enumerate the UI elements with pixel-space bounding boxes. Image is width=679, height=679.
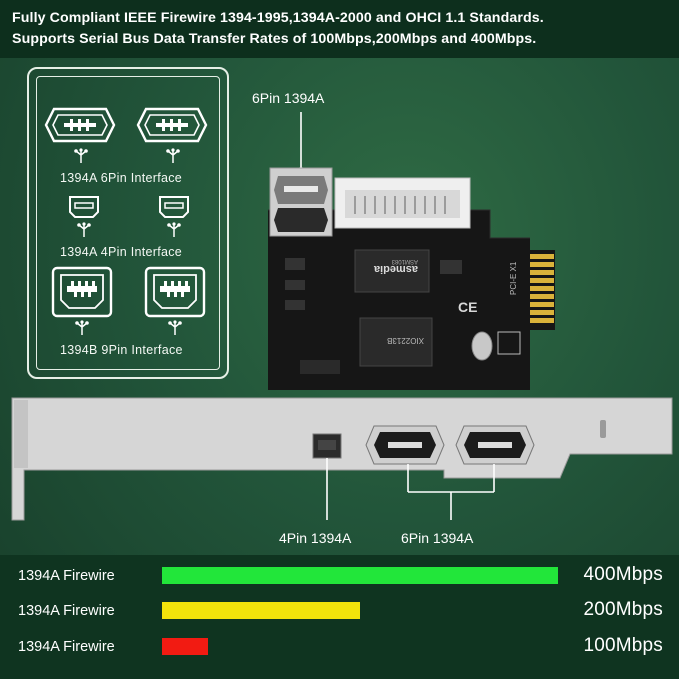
port-6pin-icon-right bbox=[136, 107, 208, 143]
interface-legend-inner bbox=[36, 76, 220, 370]
header-line-1: Fully Compliant IEEE Firewire 1394-1995,… bbox=[12, 10, 544, 26]
speed-row-400: 1394A Firewire 400Mbps bbox=[0, 561, 679, 591]
callout-bottom-4pin: 4Pin 1394A bbox=[279, 530, 352, 546]
interface-label-6pin: 1394A 6Pin Interface bbox=[60, 171, 183, 185]
speed-bar-100 bbox=[162, 638, 208, 655]
interface-label-9pin: 1394B 9Pin Interface bbox=[60, 343, 183, 357]
pcie-card-image: asmedia ASM1083 XIO2213B CE PCI-E X1 bbox=[11, 167, 673, 521]
speed-label: 1394A Firewire bbox=[18, 568, 115, 584]
port-6pin-icon-left bbox=[44, 107, 116, 143]
speed-value: 100Mbps bbox=[583, 635, 663, 656]
header-banner: Fully Compliant IEEE Firewire 1394-1995,… bbox=[0, 0, 679, 58]
callout-bottom-6pin: 6Pin 1394A bbox=[401, 530, 474, 546]
svg-text:ASM1083: ASM1083 bbox=[391, 258, 418, 264]
interface-legend-outer bbox=[27, 67, 229, 379]
firewire-symbol-icon bbox=[168, 320, 182, 335]
firewire-symbol-icon bbox=[167, 222, 181, 237]
speed-value: 200Mbps bbox=[583, 599, 663, 620]
speed-label: 1394A Firewire bbox=[18, 639, 115, 655]
port-9pin-icon-right bbox=[144, 266, 206, 318]
speed-bar-400 bbox=[162, 567, 558, 584]
port-4pin-icon-right bbox=[159, 196, 189, 218]
speed-value: 400Mbps bbox=[583, 564, 663, 585]
interface-label-4pin: 1394A 4Pin Interface bbox=[60, 245, 183, 259]
speed-row-200: 1394A Firewire 200Mbps bbox=[0, 596, 679, 626]
speed-panel: 1394A Firewire 400Mbps 1394A Firewire 20… bbox=[0, 555, 679, 679]
firewire-symbol-icon bbox=[166, 148, 180, 163]
svg-text:XIO2213B: XIO2213B bbox=[387, 336, 424, 345]
firewire-symbol-icon bbox=[75, 320, 89, 335]
firewire-symbol-icon bbox=[77, 222, 91, 237]
svg-text:asmedia: asmedia bbox=[373, 263, 418, 275]
callout-top-6pin: 6Pin 1394A bbox=[252, 90, 325, 106]
speed-label: 1394A Firewire bbox=[18, 603, 115, 619]
speed-bar-200 bbox=[162, 602, 360, 619]
firewire-symbol-icon bbox=[74, 148, 88, 163]
speed-row-100: 1394A Firewire 100Mbps bbox=[0, 632, 679, 662]
header-line-2: Supports Serial Bus Data Transfer Rates … bbox=[12, 31, 537, 47]
svg-text:PCI-E X1: PCI-E X1 bbox=[509, 261, 518, 295]
svg-text:CE: CE bbox=[458, 299, 477, 315]
port-9pin-icon-left bbox=[51, 266, 113, 318]
port-4pin-icon-left bbox=[69, 196, 99, 218]
